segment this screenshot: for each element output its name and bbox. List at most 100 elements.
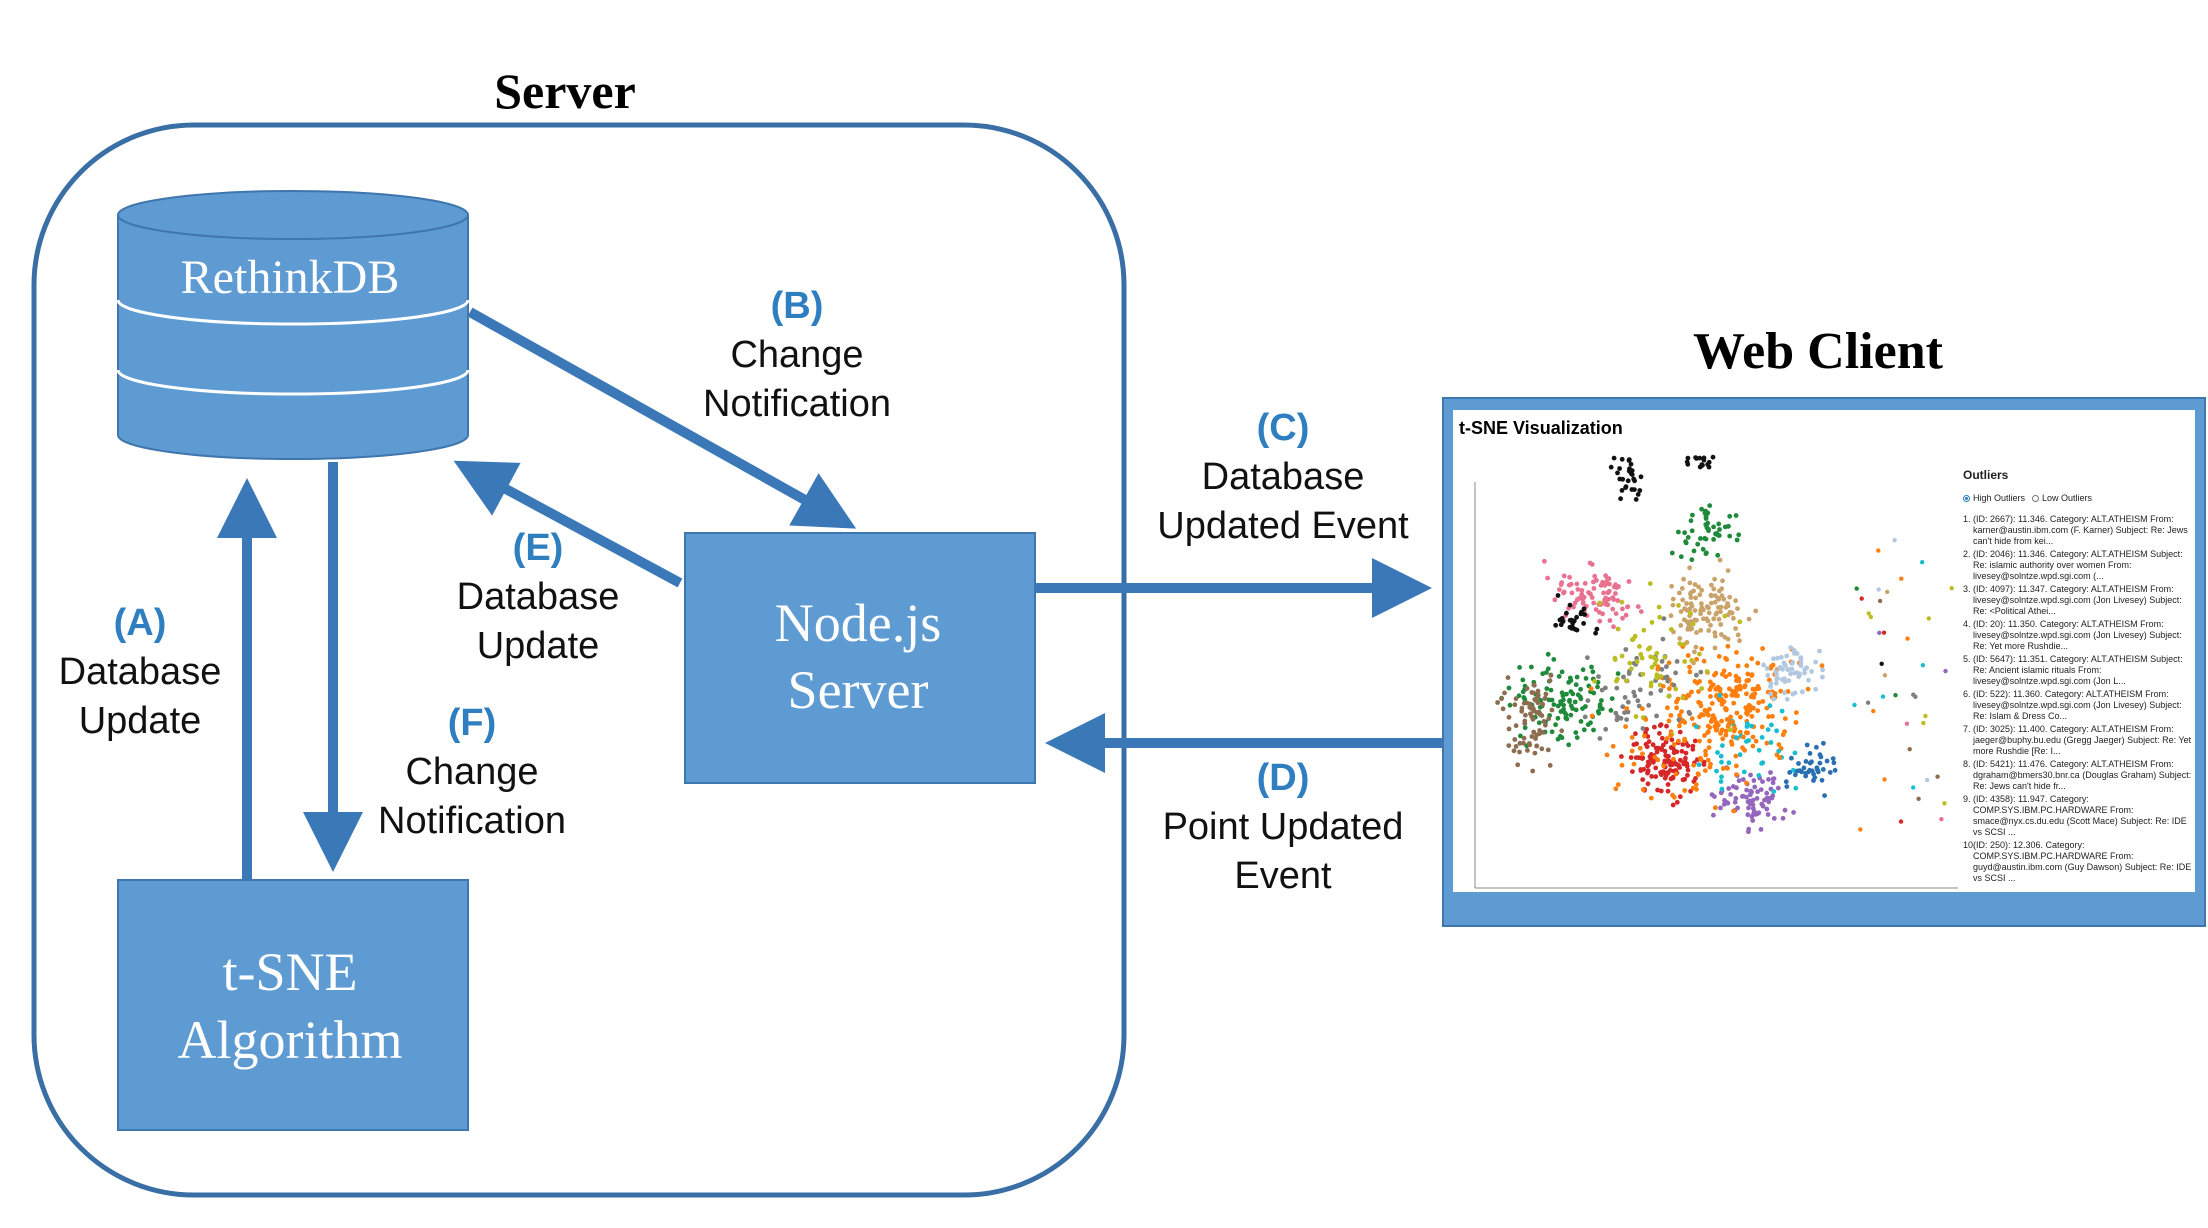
scatter-point (1707, 725, 1713, 730)
scatter-point (1499, 696, 1504, 702)
scatter-point (1809, 669, 1814, 674)
scatter-point (1790, 659, 1796, 665)
scatter-point (1638, 652, 1644, 657)
low-outliers-radio[interactable] (2032, 495, 2040, 502)
scatter-point (1570, 706, 1575, 711)
outlier-item[interactable]: 4.(ID: 20): 11.350. Category: ALT.ATHEIS… (1963, 619, 2195, 652)
scatter-point (1750, 818, 1756, 823)
scatter-point (1670, 596, 1676, 602)
scatter-point (1495, 700, 1500, 705)
scatter-point (1771, 776, 1777, 781)
scatter-point (1557, 587, 1562, 592)
scatter-point (1939, 817, 1944, 822)
scatter-point (1787, 770, 1793, 775)
scatter-point (1625, 604, 1631, 609)
scatter-point (1545, 651, 1551, 657)
scatter-point (1619, 762, 1625, 768)
scatter-point (1735, 632, 1741, 638)
scatter-point (1652, 661, 1658, 667)
scatter-point (1725, 568, 1731, 573)
scatter-point (1628, 755, 1634, 760)
outlier-item[interactable]: 8.(ID: 5421): 11.476. Category: ALT.ATHE… (1963, 759, 2195, 792)
scatter-point (1744, 691, 1749, 697)
scatter-point (1666, 693, 1672, 699)
scatter-point (1649, 774, 1655, 779)
scatter-point (1608, 464, 1614, 470)
scatter-point (1648, 683, 1654, 689)
scatter-point (1711, 524, 1716, 530)
scatter-point (1591, 690, 1597, 696)
scatter-point (1544, 670, 1549, 675)
scatter-point (1702, 733, 1707, 738)
scatter-point (1613, 591, 1618, 596)
scatter-point (1545, 575, 1550, 581)
scatter-point (1762, 797, 1767, 803)
scatter-point (1916, 796, 1921, 801)
outlier-item[interactable]: 2.(ID: 2046): 11.346. Category: ALT.ATHE… (1963, 549, 2195, 582)
scatter-point (1594, 626, 1600, 632)
scatter-point (1615, 671, 1621, 676)
scatter-point (1758, 827, 1764, 832)
outlier-item[interactable]: 5.(ID: 5647): 11.351. Category: ALT.ATHE… (1963, 654, 2195, 687)
scatter-point (1588, 686, 1594, 692)
scatter-point (1659, 735, 1665, 741)
outlier-item[interactable]: 1.(ID: 2667): 11.346. Category: ALT.ATHE… (1963, 514, 2195, 547)
scatter-point (1629, 472, 1635, 477)
outliers-title: Outliers (1963, 468, 2009, 482)
scatter-point (1718, 697, 1723, 703)
scatter-point (1547, 678, 1553, 683)
scatter-point (1654, 749, 1660, 755)
scatter-point (1779, 654, 1784, 660)
scatter-point (1737, 638, 1742, 644)
scatter-point (1549, 697, 1555, 703)
svg-text:Update: Update (477, 625, 600, 667)
scatter-point (1628, 461, 1634, 467)
scatter-point (1760, 699, 1766, 704)
scatter-point (1696, 762, 1702, 768)
nodejs-server-box: Node.js Server (684, 532, 1036, 784)
scatter-point (1709, 582, 1714, 588)
scatter-point (1615, 782, 1621, 787)
scatter-point (1707, 738, 1712, 744)
outlier-item[interactable]: 9.(ID: 4358): 11.947. Category: COMP.SYS… (1963, 794, 2195, 838)
scatter-point (1737, 686, 1743, 692)
scatter-point (1677, 713, 1682, 718)
scatter-point (1578, 719, 1584, 724)
scatter-point (1585, 698, 1591, 703)
scatter-point (1520, 677, 1526, 683)
scatter-point (1645, 769, 1651, 775)
scatter-point (1783, 663, 1788, 668)
svg-text:(A): (A) (114, 602, 167, 644)
scatter-point (1718, 805, 1723, 811)
scatter-point (1699, 506, 1704, 512)
scatter-point (1720, 736, 1726, 742)
scatter-point (1513, 723, 1519, 729)
outlier-item[interactable]: 10.(ID: 250): 12.306. Category: COMP.SYS… (1963, 840, 2195, 884)
scatter-point (1675, 696, 1681, 702)
scatter-point (1533, 736, 1538, 741)
outlier-text: (ID: 5421): 11.476. Category: ALT.ATHEIS… (1973, 759, 2192, 791)
scatter-point (1761, 662, 1766, 668)
scatter-point (1590, 669, 1596, 675)
scatter-point (1806, 677, 1811, 683)
outlier-item[interactable]: 6.(ID: 522): 11.360. Category: ALT.ATHEI… (1963, 689, 2195, 722)
high-outliers-radio[interactable] (1963, 495, 1970, 502)
scatter-point (1771, 696, 1776, 702)
scatter-point (1832, 767, 1838, 773)
scatter-point (1688, 518, 1694, 524)
scatter-point (1631, 476, 1637, 482)
scatter-point (1640, 777, 1646, 782)
scatter-point (1783, 779, 1789, 785)
outlier-item[interactable]: 7.(ID: 3025): 11.400. Category: ALT.ATHE… (1963, 724, 2195, 757)
scatter-point (1687, 610, 1693, 616)
outlier-item[interactable]: 3.(ID: 4097): 11.347. Category: ALT.ATHE… (1963, 584, 2195, 617)
scatter-point (1685, 692, 1691, 698)
nodejs-label-line2: Server (788, 660, 929, 720)
scatter-point (1750, 797, 1756, 803)
scatter-point (1715, 595, 1721, 601)
scatter-point (1774, 671, 1779, 677)
scatter-point (1654, 675, 1660, 681)
scatter-point (1561, 573, 1567, 579)
scatter-point (1750, 743, 1756, 749)
scatter-point (1603, 600, 1608, 606)
